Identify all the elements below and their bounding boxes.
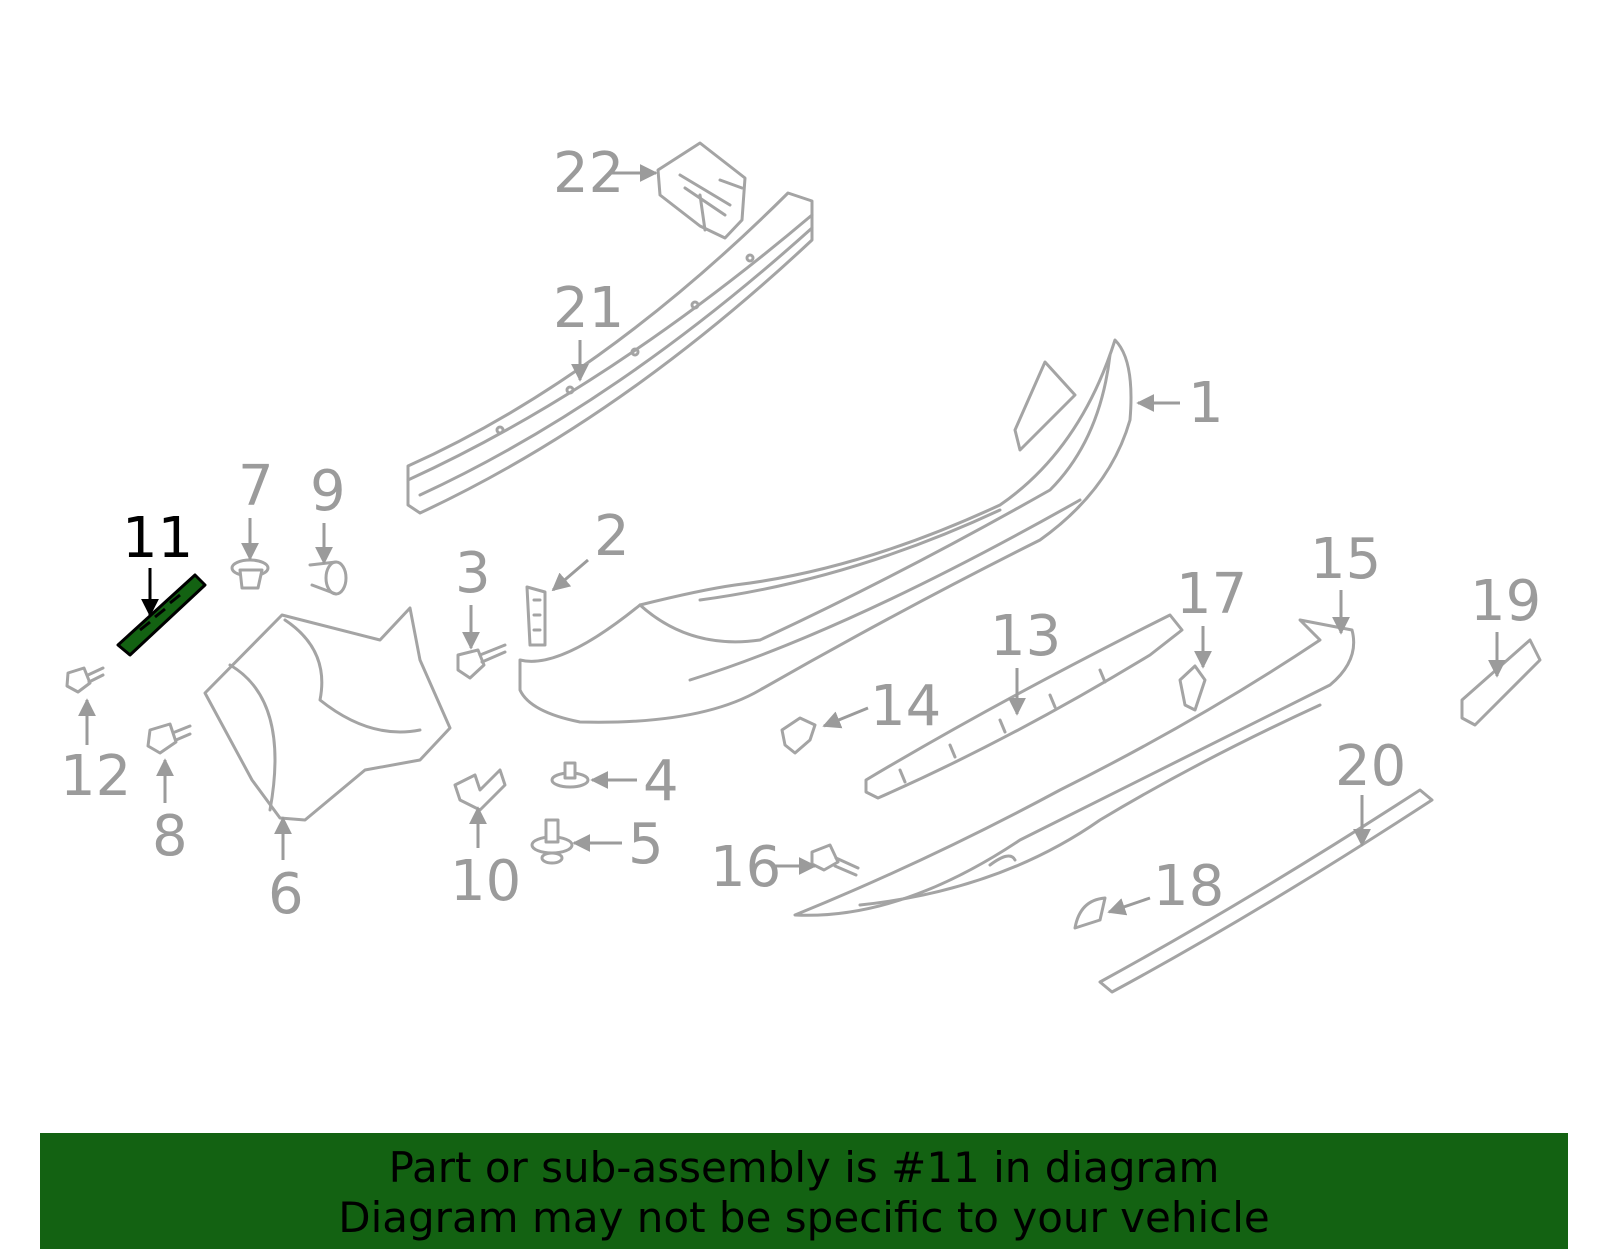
- callout-1[interactable]: 1: [1188, 371, 1224, 436]
- part-11-bracket[interactable]: [116, 573, 207, 657]
- callout-21[interactable]: 21: [553, 276, 624, 341]
- banner-line-1: Part or sub-assembly is #11 in diagram: [388, 1143, 1220, 1192]
- callout-13[interactable]: 13: [990, 604, 1061, 669]
- part-18-cap[interactable]: [1073, 896, 1107, 930]
- arrow-2: [551, 558, 589, 592]
- part-20-molding[interactable]: [1098, 788, 1434, 994]
- part-9-grommet[interactable]: [308, 560, 348, 596]
- part-15-lower-valance[interactable]: [793, 618, 1356, 917]
- callout-16[interactable]: 16: [710, 835, 781, 900]
- callouts: 1 2 3 4 5 6 7 8 9 10 11 12 13 14 15 16 1…: [60, 141, 1541, 927]
- callout-4[interactable]: 4: [643, 749, 679, 814]
- callout-9[interactable]: 9: [310, 459, 346, 524]
- callout-3[interactable]: 3: [455, 541, 491, 606]
- part-16-bolt[interactable]: [810, 843, 860, 877]
- callout-7[interactable]: 7: [238, 454, 274, 519]
- callout-19[interactable]: 19: [1470, 569, 1541, 634]
- part-5-clip[interactable]: [530, 818, 574, 865]
- parts-diagram: 1 2 3 4 5 6 7 8 9 10 11 12 13 14 15 16 1…: [60, 141, 1542, 994]
- callout-14[interactable]: 14: [870, 674, 941, 739]
- arrow-18: [1107, 896, 1151, 916]
- arrow-14: [822, 706, 869, 729]
- part-8-bolt[interactable]: [146, 722, 192, 755]
- callout-18[interactable]: 18: [1153, 854, 1224, 919]
- callout-10[interactable]: 10: [450, 849, 521, 914]
- callout-15[interactable]: 15: [1310, 527, 1381, 592]
- part-19-reflector[interactable]: [1460, 638, 1542, 727]
- part-10-clip[interactable]: [453, 768, 507, 812]
- callout-2[interactable]: 2: [594, 504, 630, 569]
- part-4-clip[interactable]: [550, 761, 590, 789]
- banner-line-2: Diagram may not be specific to your vehi…: [338, 1193, 1270, 1242]
- part-1-bumper-cover[interactable]: [518, 338, 1133, 724]
- part-22-bracket[interactable]: [656, 141, 747, 240]
- part-3-bolt[interactable]: [456, 643, 507, 680]
- callout-17[interactable]: 17: [1176, 562, 1247, 627]
- part-2-bracket[interactable]: [525, 585, 547, 647]
- part-17-clip[interactable]: [1178, 664, 1207, 712]
- callout-20[interactable]: 20: [1335, 734, 1406, 799]
- callout-8[interactable]: 8: [152, 804, 188, 869]
- callout-11[interactable]: 11: [122, 506, 193, 571]
- callout-6[interactable]: 6: [268, 862, 304, 927]
- part-7-clip[interactable]: [230, 558, 270, 590]
- callout-5[interactable]: 5: [628, 812, 664, 877]
- leader-arrows: [78, 164, 1506, 916]
- callout-22[interactable]: 22: [553, 141, 624, 206]
- part-14-clip[interactable]: [780, 716, 817, 755]
- part-6-corner-fascia[interactable]: [203, 606, 452, 822]
- callout-12[interactable]: 12: [60, 744, 131, 809]
- info-banner: Part or sub-assembly is #11 in diagram D…: [40, 1133, 1568, 1249]
- part-21-reinforcement-beam[interactable]: [406, 191, 814, 515]
- part-12-bolt[interactable]: [65, 666, 105, 694]
